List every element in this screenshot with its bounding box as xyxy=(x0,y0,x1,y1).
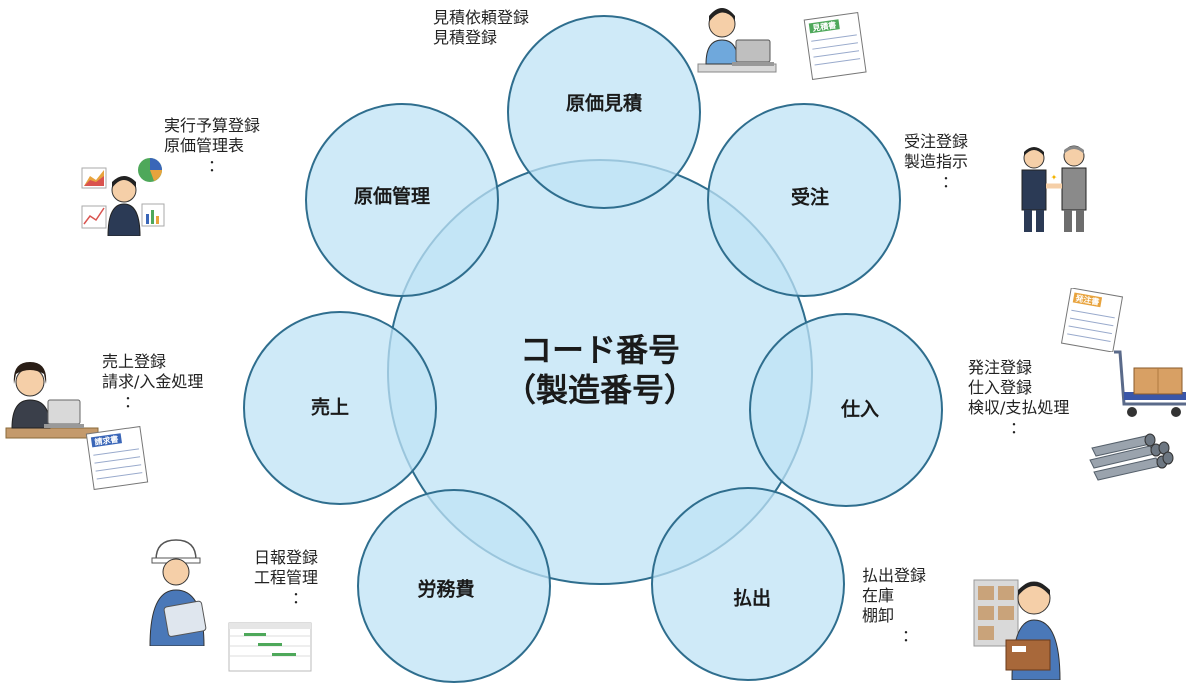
node-label-dispatch: 払出 xyxy=(733,587,771,610)
analyst-charts-icon xyxy=(81,158,165,236)
note-dispatch-line: 在庫 xyxy=(862,586,895,605)
center-label-line1: コード番号 xyxy=(520,331,680,369)
note-sales: 売上登録 請求/入金処理 ： xyxy=(102,352,203,412)
estimate-doc-title: 見積書 xyxy=(811,20,837,33)
note-dispatch: 払出登録 在庫 棚卸 ： xyxy=(862,566,926,646)
note-sales-line: 請求/入金処理 xyxy=(102,372,204,391)
node-circle-sales xyxy=(243,311,437,505)
svg-text:✦: ✦ xyxy=(1051,173,1058,182)
note-labor-line: 日報登録 xyxy=(254,548,319,567)
node-circle-estimate xyxy=(507,15,701,209)
worker-tablet-icon xyxy=(149,539,207,646)
node-label-cost: 原価管理 xyxy=(354,185,430,208)
note-cost-line: 実行予算登録 xyxy=(164,116,261,135)
note-dispatch-line: 払出登録 xyxy=(862,566,927,585)
node-label-estimate: 原価見積 xyxy=(566,92,642,115)
note-sales-line: 売上登録 xyxy=(102,352,167,371)
note-dispatch-line: ： xyxy=(902,626,919,645)
node-circle-labor xyxy=(357,489,551,683)
order-document-icon: 発注書 xyxy=(1060,288,1124,352)
node-circle-cost xyxy=(305,103,499,297)
note-purchase: 発注登録 仕入登録 検収/支払処理 ： xyxy=(968,358,1069,438)
note-purchase-line: ： xyxy=(1010,418,1027,437)
note-estimate: 見積依頼登録 見積登録 xyxy=(433,8,529,48)
note-cost: 実行予算登録 原価管理表 ： xyxy=(164,116,260,176)
note-cost-line: 原価管理表 xyxy=(164,136,245,155)
invoice-document-icon: 請求書 xyxy=(85,426,149,490)
node-label-purchase: 仕入 xyxy=(840,398,879,421)
note-cost-line: ： xyxy=(208,156,225,175)
note-labor: 日報登録 工程管理 ： xyxy=(254,548,318,608)
labels-layer: コード番号 （製造番号） 原価見積 受注 仕入 払出 労務費 売上 原価管理 xyxy=(311,92,879,610)
node-circle-dispatch xyxy=(651,487,845,681)
node-label-sales: 売上 xyxy=(311,396,349,419)
node-circle-purchase xyxy=(749,313,943,507)
steel-pipes-icon xyxy=(1089,433,1174,481)
note-order-line: 製造指示 xyxy=(904,152,969,171)
node-label-labor: 労務費 xyxy=(417,578,474,601)
note-labor-line: ： xyxy=(292,588,309,607)
note-purchase-line: 仕入登録 xyxy=(968,378,1033,397)
person-laptop-icon xyxy=(697,8,777,73)
note-purchase-line: 検収/支払処理 xyxy=(968,398,1070,417)
center-label-line2: （製造番号） xyxy=(504,371,696,409)
note-labor-line: 工程管理 xyxy=(254,568,319,587)
note-purchase-line: 発注登録 xyxy=(968,358,1033,377)
note-order-line: ： xyxy=(942,172,959,191)
node-circle-order xyxy=(707,103,901,297)
handshake-icon: ✦ xyxy=(1021,145,1087,232)
cart-boxes-icon xyxy=(1114,350,1186,417)
note-dispatch-line: 棚卸 xyxy=(862,606,895,625)
invoice-doc-title: 請求書 xyxy=(94,434,119,447)
note-order: 受注登録 製造指示 ： xyxy=(904,132,968,192)
woman-laptop-icon xyxy=(5,362,99,439)
order-doc-title: 発注書 xyxy=(1074,293,1100,307)
note-order-line: 受注登録 xyxy=(904,132,969,151)
note-sales-line: ： xyxy=(124,392,141,411)
estimate-document-icon: 見積書 xyxy=(803,11,867,80)
warehouse-worker-icon xyxy=(973,579,1061,680)
note-estimate-line: 見積依頼登録 xyxy=(433,8,530,27)
gantt-chart-icon xyxy=(228,622,312,672)
circles-layer xyxy=(243,15,943,683)
note-estimate-line: 見積登録 xyxy=(433,28,498,47)
node-label-order: 受注 xyxy=(791,186,829,209)
